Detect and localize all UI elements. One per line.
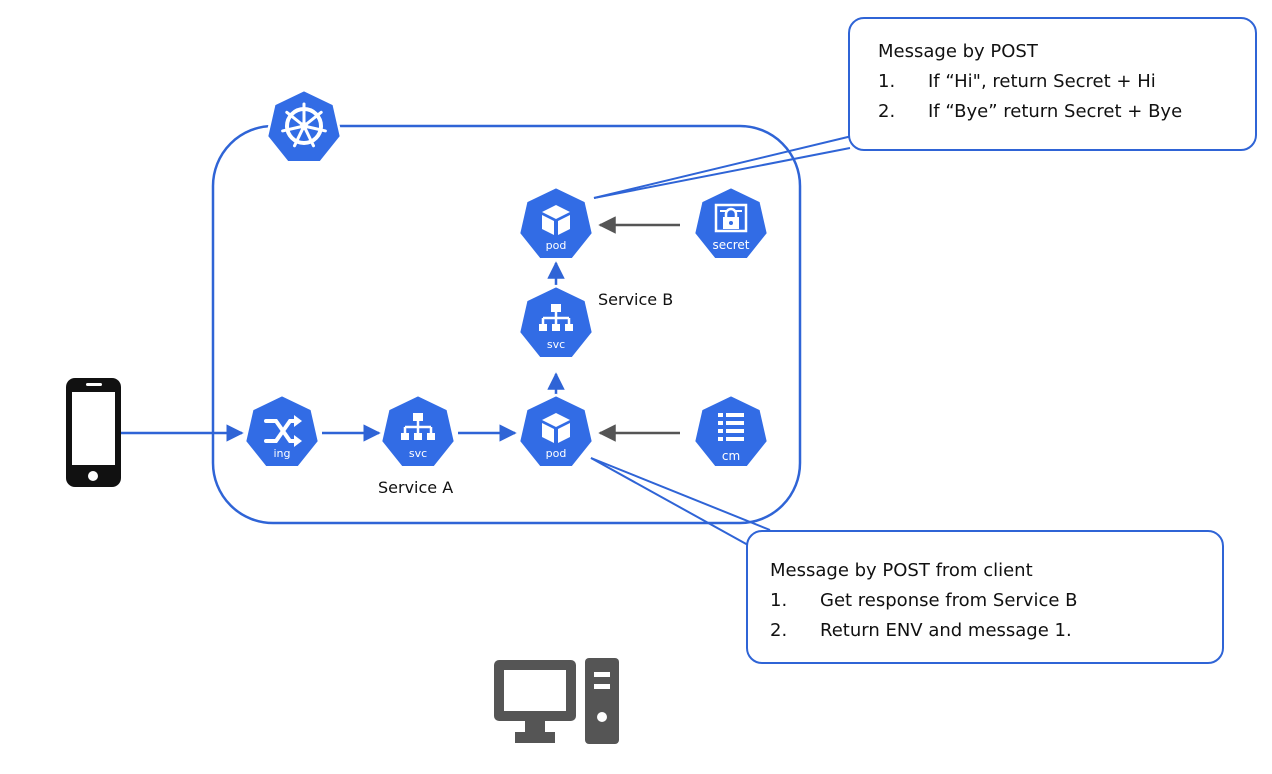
list-item: 2. Return ENV and message 1. <box>770 616 1222 646</box>
callout-service-a: Message by POST from client 1. Get respon… <box>746 530 1224 664</box>
configmap-icon <box>718 413 744 441</box>
callout-a-title: Message by POST from client <box>770 560 1033 581</box>
kubernetes-logo-icon <box>265 88 343 164</box>
callout-b-title: Message by POST <box>878 41 1038 62</box>
list-item-number: 1. <box>770 590 788 611</box>
callout-a-pointer <box>590 457 771 546</box>
secret-icon <box>714 203 748 233</box>
secret-node: secret <box>692 185 770 261</box>
cm-label: cm <box>722 449 740 463</box>
callout-b-pointer <box>593 135 853 199</box>
svc-b-label: svc <box>547 338 565 351</box>
ingress-node: ing <box>243 393 321 469</box>
service-a-node: svc <box>379 393 457 469</box>
list-item-number: 1. <box>878 71 896 92</box>
service-b-node: svc <box>517 284 595 360</box>
service-icon <box>539 304 573 331</box>
list-item-text: If “Hi", return Secret + Hi <box>928 71 1156 92</box>
pod-icon <box>542 413 570 443</box>
ingress-label: ing <box>273 447 290 460</box>
svc-a-label: svc <box>409 447 427 460</box>
pod-b-label: pod <box>546 239 567 252</box>
callout-b-list: 1. If “Hi", return Secret + Hi 2. If “Bye”… <box>878 67 1255 127</box>
secret-label: secret <box>713 238 750 252</box>
list-item: 1. Get response from Service B <box>770 586 1222 616</box>
callout-service-b: Message by POST 1. If “Hi", return Secret… <box>848 17 1257 151</box>
list-item: 1. If “Hi", return Secret + Hi <box>878 67 1255 97</box>
service-b-label: Service B <box>598 290 673 309</box>
pod-a-node: pod <box>517 393 595 469</box>
pod-icon <box>542 205 570 235</box>
computer-icon <box>494 658 619 744</box>
list-item-number: 2. <box>878 101 896 122</box>
list-item-text: Get response from Service B <box>820 590 1078 611</box>
pod-b-node: pod <box>517 185 595 261</box>
list-item-text: If “Bye” return Secret + Bye <box>928 101 1183 122</box>
smartphone-icon <box>66 378 121 487</box>
callout-a-list: 1. Get response from Service B 2. Return E… <box>770 586 1222 646</box>
configmap-node: cm <box>692 393 770 469</box>
cluster-boundary <box>211 124 802 525</box>
pod-a-label: pod <box>546 447 567 460</box>
list-item: 2. If “Bye” return Secret + Bye <box>878 97 1255 127</box>
list-item-text: Return ENV and message 1. <box>820 620 1072 641</box>
service-icon <box>401 413 435 440</box>
ingress-icon <box>264 419 298 443</box>
service-a-label: Service A <box>378 478 453 497</box>
list-item-number: 2. <box>770 620 788 641</box>
